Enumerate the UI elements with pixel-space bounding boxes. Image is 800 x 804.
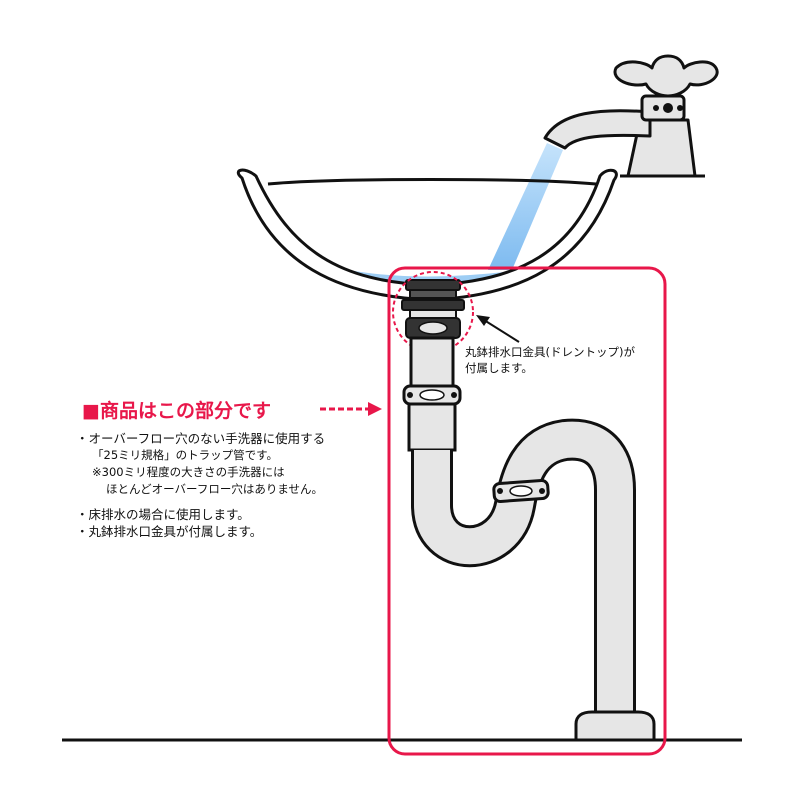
- feature-line-1: ・オーバーフロー穴のない手洗器に使用する: [76, 431, 326, 446]
- callout-arrow: [476, 315, 520, 343]
- drain-top: [401, 279, 465, 339]
- product-arrow: [320, 402, 382, 416]
- faucet: [543, 54, 719, 178]
- feature-line-4: ・丸鉢排水口金具が付属します。: [76, 524, 263, 539]
- drain-callout-text: 丸鉢排水口金具(ドレントップ)が 付属します。: [465, 344, 635, 376]
- feature-note-1: ※300ミリ程度の大きさの手洗器には: [92, 465, 285, 479]
- feature-line-3: ・床排水の場合に使用します。: [76, 507, 250, 522]
- drain-highlight-circle: [392, 271, 474, 353]
- callout-line-1: 丸鉢排水口金具(ドレントップ)が: [465, 345, 635, 359]
- feature-note-2: ほとんどオーバーフロー穴はありません。: [106, 482, 324, 496]
- callout-line-2: 付属します。: [465, 361, 533, 375]
- feature-line-2: 「25ミリ規格」のトラップ管です。: [92, 448, 278, 462]
- product-highlight-box: [387, 266, 667, 756]
- water-stream: [488, 143, 563, 270]
- feature-list: ・オーバーフロー穴のない手洗器に使用する 「25ミリ規格」のトラップ管です。 ※…: [76, 430, 325, 540]
- trap-pipe: [402, 336, 656, 742]
- product-headline: ■商品はこの部分です: [82, 400, 271, 422]
